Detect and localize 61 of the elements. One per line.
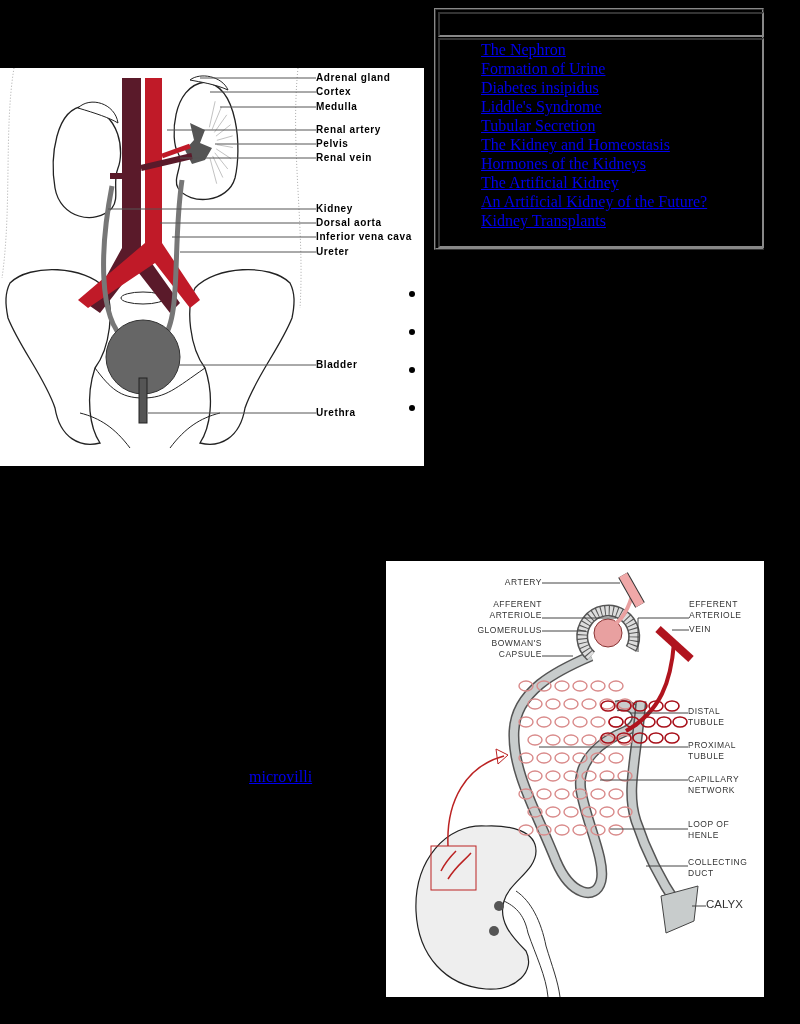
part-label: Medulla [316,101,358,113]
leader-line [541,655,574,657]
nav-link: The Artificial Kidney [481,173,619,192]
nav-link: Hormones of the Kidneys [481,154,646,173]
leader-line [214,143,317,145]
nav-link: An Artificial Kidney of the Future? [481,192,708,211]
leader-line [107,208,317,210]
part-label: Kidney [316,203,353,215]
leader-line [166,129,317,131]
part-label: CALYX [706,899,743,910]
part-label: Pelvis [316,138,349,150]
leader-line [541,582,621,584]
part-label: ARTERY [504,577,542,588]
illustration-panel [386,561,764,997]
leader-line [609,828,689,830]
part-label: Renal vein [316,152,373,164]
nav-link: Tubular Secretion [481,116,596,135]
leader-line [541,617,617,619]
part-label: EFFERENT ARTERIOLE [689,599,751,621]
part-label: AFFERENT ARTERIOLE [480,599,542,621]
part-label: CAPILLARY NETWORK [688,774,750,796]
part-label: COLLECTING DUCT [688,857,754,879]
leader-line [645,865,689,867]
part-label: Urethra [316,407,356,419]
leader-line [159,222,317,224]
leader-line [637,617,690,653]
leader-line [219,106,317,108]
nav-link: The Nephron [481,40,566,59]
leader-line [209,91,317,93]
leader-line [691,905,707,907]
leader-line [179,157,317,159]
nav-link: Diabetes insipidus [481,78,599,97]
part-label: Bladder [316,359,358,371]
leader-line [177,364,317,366]
part-label: Inferior vena cava [316,231,412,243]
leader-line [147,412,317,414]
leader-line [541,630,587,632]
part-label: BOWMAN'S CAPSULE [480,638,542,660]
part-label: Adrenal gland [316,72,391,84]
part-label: Cortex [316,86,352,98]
leader-line [671,629,690,631]
table-cell [438,12,764,37]
illustration-panel [0,68,424,466]
part-label: DISTAL TUBULE [688,706,740,728]
part-label: PROXIMAL TUBULE [688,740,748,762]
part-label: Ureter [316,246,350,258]
nav-link: Formation of Urine [481,59,606,78]
nav-link: Liddle's Syndrome [481,97,602,116]
leader-line [538,746,689,748]
nav-link: The Kidney and Homeostasis [481,135,670,154]
part-label: Dorsal aorta [316,217,382,229]
microvilli-link: microvilli [249,768,313,786]
part-label: GLOMERULUS [477,625,542,636]
part-label: VEIN [689,624,711,635]
nav-link: Kidney Transplants [481,211,606,230]
part-label: LOOP OF HENLE [688,819,732,841]
part-label: Renal artery [316,124,381,136]
leader-line [599,779,689,781]
leader-line [171,236,317,238]
leader-line [179,251,317,253]
leader-line [199,77,317,79]
